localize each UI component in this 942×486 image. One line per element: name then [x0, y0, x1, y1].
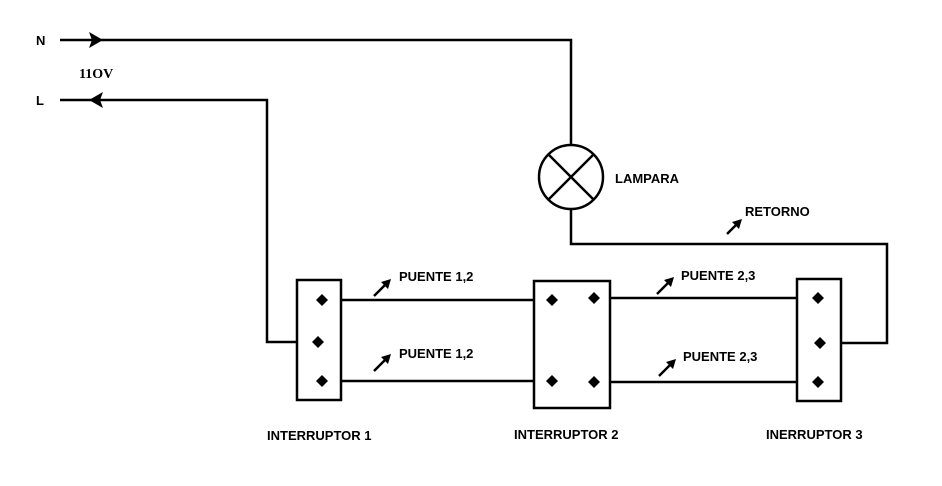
switch-1	[295, 278, 343, 402]
lamp-symbol-icon	[537, 143, 605, 211]
neutral-wire	[60, 38, 573, 145]
switch3-terminal-middle	[814, 337, 826, 349]
switch-1-label: INTERRUPTOR 1	[267, 428, 372, 443]
switch1-terminal-top	[316, 294, 328, 306]
voltage-label: 11OV	[79, 67, 113, 82]
bridge-23-top-label: PUENTE 2,3	[681, 268, 755, 283]
bridge-12-bottom-label: PUENTE 1,2	[399, 346, 473, 361]
switch2-terminal-bottom-left	[546, 375, 558, 387]
bridge-23-bottom-label: PUENTE 2,3	[683, 349, 757, 364]
switch-2-label: INTERRUPTOR 2	[514, 427, 619, 442]
neutral-arrow-icon	[89, 32, 103, 48]
bridge-12-top-arrow-icon	[373, 279, 391, 297]
line-wire	[60, 98, 318, 344]
switch3-terminal-bottom	[812, 376, 824, 388]
switch-3-label: INERRUPTOR 3	[766, 427, 863, 442]
line-arrow-icon	[89, 92, 103, 108]
switch-2	[532, 279, 612, 410]
switch2-terminal-top-left	[546, 294, 558, 306]
bridge-23-bottom-arrow-icon	[658, 359, 676, 377]
neutral-label: N	[36, 33, 45, 48]
bridge-23-top-arrow-icon	[656, 277, 674, 295]
line-label: L	[36, 93, 44, 108]
return-arrow-icon	[726, 219, 742, 235]
return-wire	[569, 208, 889, 345]
switch1-terminal-middle	[312, 336, 324, 348]
switch-3	[795, 277, 843, 403]
switch1-terminal-bottom	[316, 375, 328, 387]
switch2-terminal-top-right	[588, 292, 600, 304]
return-label: RETORNO	[745, 204, 810, 219]
lamp-label: LAMPARA	[615, 171, 680, 186]
switch3-terminal-top	[812, 292, 824, 304]
switch2-terminal-bottom-right	[588, 376, 600, 388]
bridge-12-bottom-arrow-icon	[373, 354, 391, 372]
bridge-12-top-label: PUENTE 1,2	[399, 269, 473, 284]
